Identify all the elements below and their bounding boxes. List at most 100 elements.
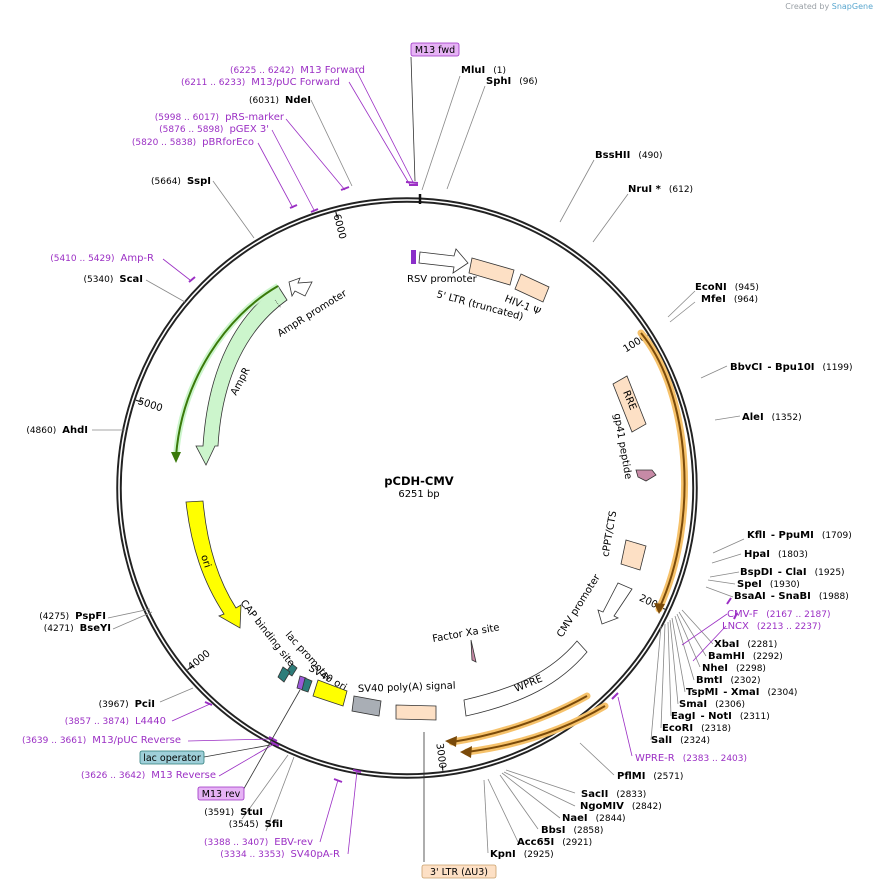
enzyme-position: (2292) (753, 652, 783, 662)
enzyme-name: TspMI (686, 687, 718, 698)
site-label: (5664)SspI (151, 176, 211, 187)
enzyme-name: SpeI (737, 579, 762, 590)
enzyme-position: (1803) (778, 550, 808, 560)
leader-line (257, 142, 294, 209)
ampr-promoter-label: AmpR promoter (276, 288, 350, 340)
m13-rev-tag: M13 rev (197, 786, 245, 801)
leader-line (271, 129, 315, 211)
enzyme-position: (2318) (701, 724, 731, 734)
site-label: (3591)StuI (204, 807, 263, 818)
leader-line (579, 742, 615, 776)
enzyme-position: (945) (735, 283, 759, 293)
enzyme-position: (1930) (770, 580, 800, 590)
primer-range: (3334 .. 3353) (220, 850, 284, 860)
leader-line (505, 769, 576, 794)
leader-line (660, 623, 666, 729)
primer-label: (5876 .. 5898)pGEX 3' (159, 124, 269, 135)
site-label: NruI *(612) (628, 184, 693, 195)
enzyme-position: (2304) (768, 688, 798, 698)
enzyme-name: PspFI (75, 611, 106, 622)
snapgene-brand: SnapGene (831, 2, 873, 11)
ltr3-box (421, 864, 497, 879)
site-label: NheI(2298) (702, 663, 766, 674)
enzyme-position: (2858) (573, 826, 603, 836)
enzyme-position: (1352) (772, 413, 802, 423)
ltr5-box (468, 257, 515, 286)
leader-line (700, 365, 728, 379)
primer-range: (6211 .. 6233) (181, 78, 245, 88)
site-label: PflMI(2571) (617, 771, 683, 782)
primer-mark (611, 692, 619, 700)
site-label: (4271)BseYI (44, 623, 111, 634)
enzyme-name: EcoRI (662, 723, 693, 734)
site-label: (3545)SfiI (229, 819, 283, 830)
leader-line (681, 609, 714, 645)
primer-name: M13/pUC Forward (251, 77, 340, 88)
site-label: (4275)PspFI (39, 611, 106, 622)
leader-line (421, 75, 461, 191)
enzyme-name: SphI (486, 76, 511, 87)
enzyme-name: BseYI (80, 623, 111, 634)
leader-line (707, 579, 736, 585)
enzyme-position: (490) (638, 151, 662, 161)
enzyme-name: XbaI (714, 639, 739, 650)
leader-line (355, 69, 414, 183)
enzyme-name: SmaI (679, 699, 707, 710)
wpre-upper-arc (451, 695, 588, 743)
ltr3-tag: 3' LTR (ΔU3) (421, 864, 497, 879)
site-label: EagI- NotI(2311) (671, 711, 770, 722)
enzyme-position: (2842) (632, 802, 662, 812)
created-by-credit: Created by SnapGene (785, 2, 873, 11)
leader-line (671, 617, 686, 693)
primer-mark (340, 186, 350, 191)
primer-label: (5410 .. 5429)Amp-R (50, 253, 154, 264)
primer-mark (188, 276, 196, 283)
enzyme-position: (1925) (815, 568, 845, 578)
mark-layer (188, 181, 738, 783)
primer-label: (5998 .. 6017)pRS-marker (155, 112, 285, 123)
enzyme-name: SalI (651, 735, 672, 746)
m13-rev-label: M13 rev (202, 789, 241, 800)
lac-operator-label: lac operator (143, 753, 201, 764)
site-label: BspDI- ClaI(1925) (740, 567, 845, 578)
leader-line (487, 778, 519, 843)
site-label: SacII(2833) (581, 789, 646, 800)
leader-line (241, 754, 289, 820)
enzyme-name: StuI (240, 807, 263, 818)
cmv-promoter-label: CMV promoter (555, 572, 603, 640)
ampr-arrow (195, 285, 288, 466)
site-label: EcoNI(945) (695, 282, 759, 293)
leader-line (503, 771, 576, 807)
enzyme-name: HpaI (744, 549, 770, 560)
leader-line (678, 611, 707, 657)
wpre-lower-head (460, 746, 472, 758)
plasmid-name: pCDH-CMV (384, 474, 453, 488)
m13-fwd-tag: M13 fwd (410, 42, 460, 57)
primer-range: (6225 .. 6242) (230, 66, 294, 76)
site-label: TspMI- XmaI(2304) (686, 687, 797, 698)
backbone (116, 197, 698, 779)
primer-range: (5410 .. 5429) (50, 254, 114, 264)
site-label: SmaI(2306) (679, 699, 745, 710)
ampr-promoter-dots (274, 299, 282, 309)
enzyme-position: (4860) (26, 426, 56, 436)
tick-label: 6000 (331, 213, 348, 240)
site-label: BsaAI- SnaBI(1988) (734, 591, 849, 602)
site-label: EcoRI (2318) (662, 723, 731, 734)
m13-fwd-label: M13 fwd (415, 45, 455, 56)
enzyme-name: EagI (671, 711, 695, 722)
leader-line (667, 290, 696, 318)
leader-line (159, 687, 194, 703)
leader-line (483, 779, 489, 854)
site-label: BamHI (2292) (708, 651, 783, 662)
primer-label: (3857 .. 3874)L4440 (65, 716, 166, 727)
enzyme-name: BamHI (708, 651, 745, 662)
lac-operator-mark (277, 666, 291, 683)
ori-label: ori (198, 554, 212, 570)
primer-name: CMV-F (727, 609, 758, 620)
enzyme-name: KpnI (490, 849, 516, 860)
site-label: Acc65I(2921) (517, 837, 592, 848)
leader-line (559, 159, 595, 223)
primer-range: (3639 .. 3661) (22, 736, 86, 746)
leader-line (241, 689, 301, 793)
